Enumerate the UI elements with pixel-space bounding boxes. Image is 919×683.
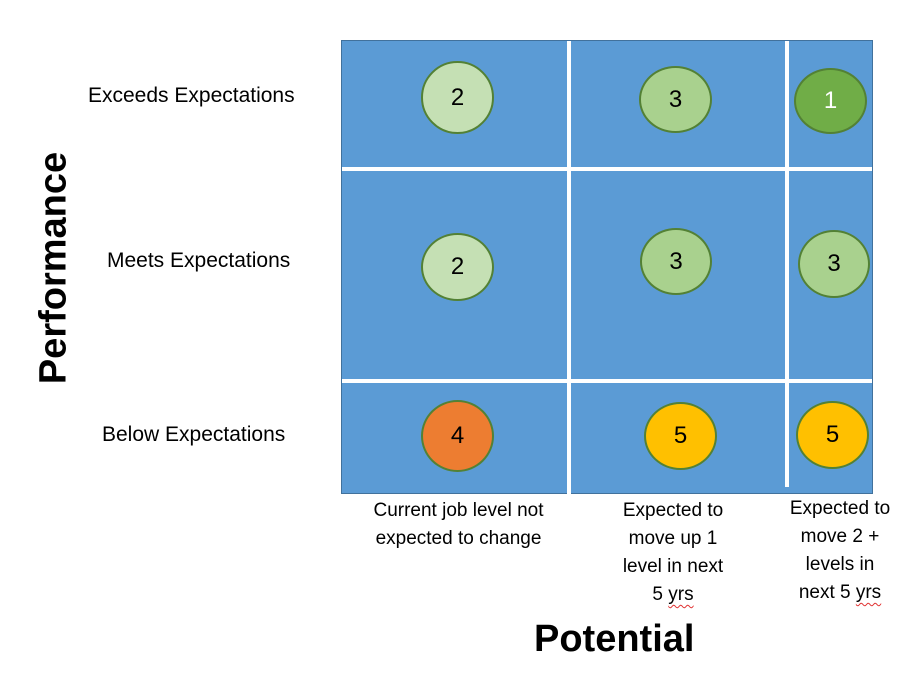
col-label-up2: Expected to move 2 + levels in next 5 yr…: [789, 498, 891, 603]
performance-axis-title: Performance: [32, 151, 75, 385]
cell-meets-up1-circle: 3: [640, 228, 712, 295]
cell-below-up2-circle: 5: [796, 401, 869, 469]
cell-exceeds-up2-circle: 1: [794, 68, 867, 134]
grid-divider-bottom: [342, 379, 872, 383]
row-label-meets: Meets Expectations: [107, 249, 291, 272]
cell-exceeds-up1-circle: 3: [639, 66, 712, 133]
row-label-below: Below Expectations: [102, 423, 286, 446]
cell-below-current-circle: 4: [421, 400, 494, 472]
row-label-exceeds: Exceeds Expectations: [88, 84, 295, 107]
cell-meets-up2-circle: 3: [798, 230, 870, 298]
grid-divider-top: [342, 167, 872, 171]
grid-divider-right: [785, 41, 789, 487]
cell-meets-current-circle: 2: [421, 233, 494, 301]
cell-below-up1-circle: 5: [644, 402, 717, 470]
potential-axis-title: Potential: [534, 618, 695, 660]
grid-divider-left: [567, 41, 571, 495]
col-label-up1: Expected to move up 1 level in next 5 yr…: [622, 500, 724, 605]
col-label-current: Current job level not expected to change: [373, 500, 544, 549]
cell-exceeds-current-circle: 2: [421, 61, 494, 134]
